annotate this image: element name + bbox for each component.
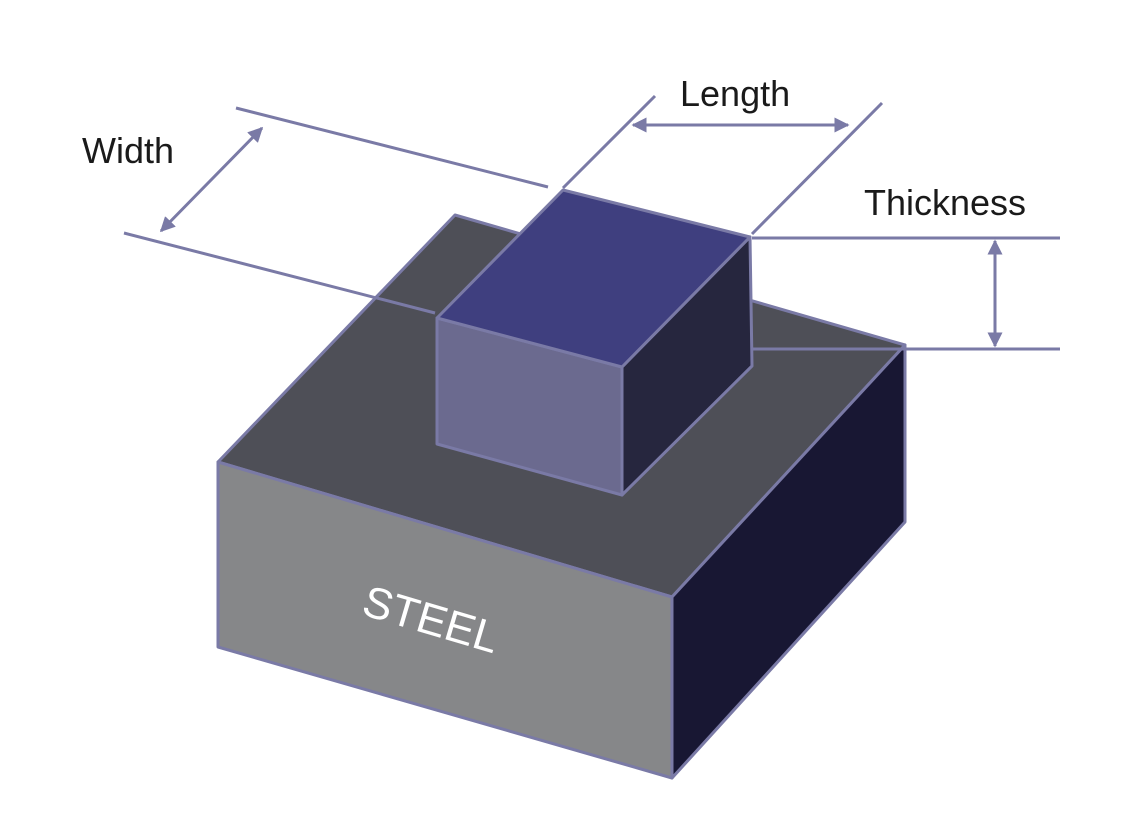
length-dimension: Length bbox=[561, 73, 884, 236]
thickness-dimension: Thickness bbox=[752, 182, 1060, 351]
width-extension-line-back bbox=[235, 106, 549, 189]
width-dimension: Width bbox=[82, 106, 549, 315]
steel-side-face bbox=[670, 343, 907, 780]
block-top-face bbox=[435, 188, 752, 369]
thickness-label: Thickness bbox=[864, 182, 1026, 223]
length-extension-line-left bbox=[561, 94, 657, 190]
width-extension-line-front bbox=[123, 231, 436, 315]
length-label: Length bbox=[680, 73, 790, 114]
length-extension-line-right bbox=[750, 101, 884, 236]
sample-block bbox=[435, 188, 754, 497]
width-arrow bbox=[159, 126, 264, 233]
width-label: Width bbox=[82, 130, 174, 171]
